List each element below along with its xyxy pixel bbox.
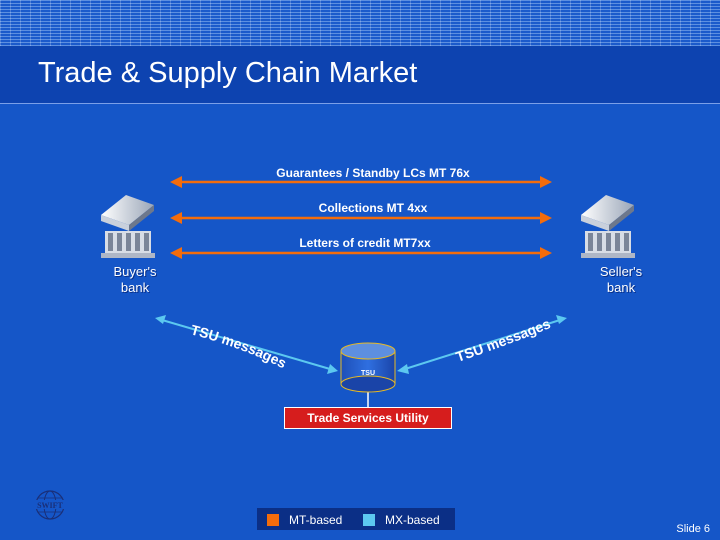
buyer-bank-icon xyxy=(101,195,155,258)
label-letters-of-credit: Letters of credit MT7xx xyxy=(299,236,431,250)
slide-number: Slide 6 xyxy=(676,523,710,535)
trade-services-utility-box: Trade Services Utility xyxy=(284,407,452,429)
header-stripes xyxy=(0,0,720,46)
title-rule xyxy=(0,103,720,104)
legend-item-mx: MX-based xyxy=(363,513,440,527)
mx-arrow-buyer-tsu xyxy=(155,315,338,374)
swift-logo-text: SWIFT xyxy=(37,501,63,510)
legend-swatch-mx xyxy=(363,514,375,526)
tsu-db-label: TSU xyxy=(361,370,375,377)
tsu-messages-left: TSU messages xyxy=(189,321,289,371)
legend-label-mx: MX-based xyxy=(385,513,440,527)
legend-item-mt: MT-based xyxy=(267,513,342,527)
buyer-bank-label: Buyer's bank xyxy=(113,264,157,295)
mx-arrow-seller-tsu xyxy=(397,315,567,374)
legend: MT-based MX-based xyxy=(257,508,455,530)
seller-bank-label: Seller's bank xyxy=(599,264,643,295)
tsu-messages-right: TSU messages xyxy=(454,315,553,365)
slide-title: Trade & Supply Chain Market xyxy=(38,57,418,89)
mt-arrow-collections xyxy=(170,212,552,224)
label-collections: Collections MT 4xx xyxy=(318,201,428,215)
header-grid xyxy=(0,0,720,46)
tsu-database-icon: TSU xyxy=(340,342,396,393)
legend-label-mt: MT-based xyxy=(289,513,343,527)
legend-swatch-mt xyxy=(267,514,279,526)
seller-bank-icon xyxy=(581,195,635,258)
tsu-box-label: Trade Services Utility xyxy=(307,411,429,425)
mt-arrow-guarantees xyxy=(170,176,552,188)
swift-logo-icon: SWIFT xyxy=(34,490,66,520)
mt-arrow-letters-of-credit xyxy=(170,247,552,259)
title-band xyxy=(0,46,720,104)
label-guarantees: Guarantees / Standby LCs MT 76x xyxy=(276,166,470,180)
